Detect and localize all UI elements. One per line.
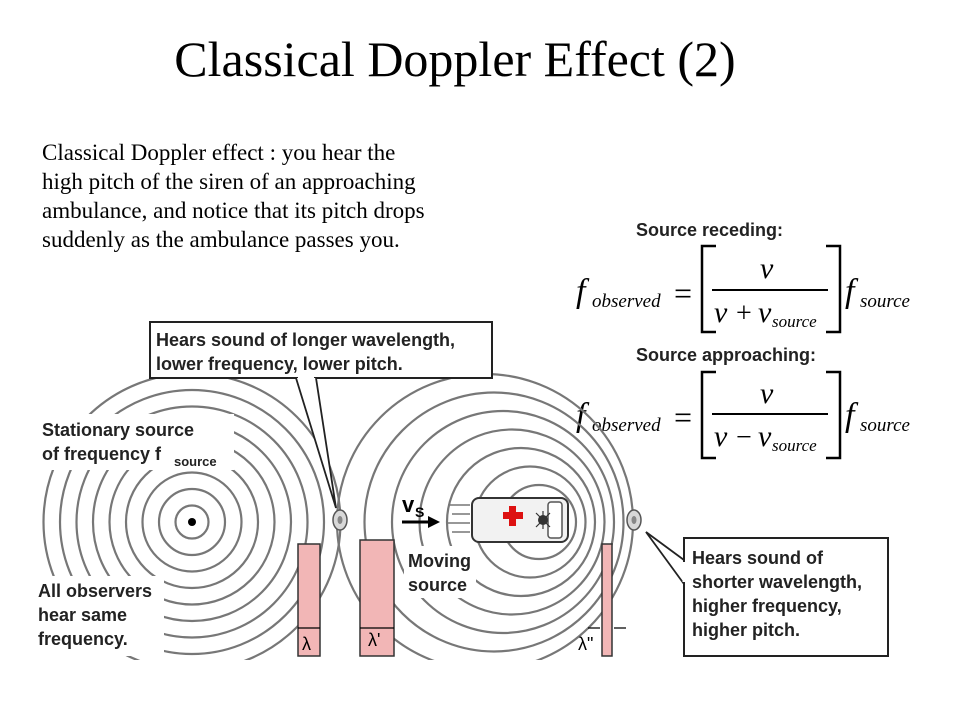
lambda-prime-label: λ' <box>368 630 380 650</box>
velocity-label: v <box>402 492 415 517</box>
longer-wavelength-callout: Hears sound of longer wavelength, lower … <box>149 321 493 509</box>
f-source-symbol: f <box>845 397 859 434</box>
observed-subscript: observed <box>592 291 661 312</box>
denominator-v-source: v <box>758 420 772 453</box>
wavelength-band-shorter <box>601 543 613 657</box>
wavelength-markers: λ λ' λ" <box>297 539 626 657</box>
numerator-v: v <box>760 377 774 410</box>
callout-line: Hears sound of longer wavelength, <box>156 330 455 350</box>
wave-front-circle <box>390 409 616 635</box>
source-subscript: source <box>860 415 910 436</box>
denominator-v: v <box>714 420 728 453</box>
receding-formula: f observed = v v + v source f source <box>576 244 910 334</box>
wave-front-circle <box>75 405 309 639</box>
intro-line: ambulance, and notice that its pitch dro… <box>42 198 425 223</box>
lambda-double-label: λ" <box>578 634 593 654</box>
f-source-symbol: f <box>845 273 859 310</box>
equals-sign: = <box>674 399 692 435</box>
label-line: source <box>408 575 467 595</box>
observer-left-icon <box>332 509 348 531</box>
formula-panel: Source receding: f observed = v v + v so… <box>576 220 910 460</box>
wave-front-circle <box>363 391 625 653</box>
callout-line: Hears sound of <box>692 548 824 568</box>
observed-subscript: observed <box>592 415 661 436</box>
denominator-v: v <box>714 296 728 329</box>
f-symbol: f <box>576 273 590 310</box>
minus-sign: − <box>736 422 752 453</box>
right-bracket <box>826 244 842 334</box>
shorter-wavelength-callout: Hears sound of shorter wavelength, highe… <box>645 531 889 657</box>
wavelength-band-longer <box>359 539 395 657</box>
ambulance-icon <box>448 497 569 543</box>
plus-sign: + <box>736 298 752 329</box>
intro-line: suddenly as the ambulance passes you. <box>42 227 400 252</box>
label-line: frequency. <box>38 629 128 649</box>
wave-front-circle <box>174 504 210 540</box>
callout-line: lower frequency, lower pitch. <box>156 354 403 374</box>
wave-front-circle <box>157 487 227 557</box>
label-line: Moving <box>408 551 471 571</box>
velocity-arrow: v S <box>402 492 440 528</box>
intro-text: Classical Doppler effect : you hear the … <box>42 138 542 254</box>
left-bracket <box>700 244 716 334</box>
receding-label: Source receding: <box>636 220 783 240</box>
stationary-source-label: Stationary source of frequency f source <box>38 414 234 470</box>
source-subscript: source <box>772 436 817 455</box>
velocity-subscript: S <box>415 504 424 520</box>
stationary-source-dot <box>188 518 196 526</box>
label-subscript: source <box>174 454 217 469</box>
denominator-v-source: v <box>758 296 772 329</box>
label-line: of frequency f <box>42 444 162 464</box>
numerator-v: v <box>760 252 774 285</box>
lambda-label: λ <box>302 634 311 654</box>
label-line: All observers <box>38 581 152 601</box>
equals-sign: = <box>674 275 692 311</box>
approaching-formula: f observed = v v − v source f source <box>576 370 910 460</box>
right-bracket <box>826 370 842 460</box>
source-subscript: source <box>772 312 817 331</box>
observer-right-icon <box>626 509 642 531</box>
callout-line: higher pitch. <box>692 620 800 640</box>
source-subscript: source <box>860 291 910 312</box>
moving-source-label: Moving source <box>404 546 476 598</box>
intro-line: high pitch of the siren of an approachin… <box>42 169 416 194</box>
wave-front-circle <box>141 471 243 573</box>
wave-front-circle <box>58 388 326 656</box>
left-bracket <box>700 370 716 460</box>
callout-line: higher frequency, <box>692 596 842 616</box>
intro-line: Classical Doppler effect : you hear the <box>42 140 396 165</box>
label-line: Stationary source <box>42 420 194 440</box>
wave-front-circle <box>445 446 597 598</box>
label-line: hear same <box>38 605 127 625</box>
approaching-label: Source approaching: <box>636 345 816 365</box>
slide-title: Classical Doppler Effect (2) <box>174 31 736 87</box>
all-observers-label: All observers hear same frequency. <box>34 576 164 656</box>
callout-line: shorter wavelength, <box>692 572 862 592</box>
